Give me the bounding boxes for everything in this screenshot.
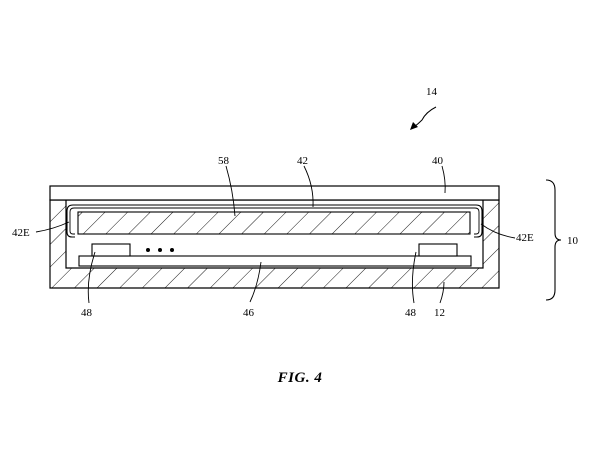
label-58: 58	[218, 155, 230, 167]
leader-58	[225, 165, 236, 217]
label-42: 42	[297, 155, 308, 167]
brace-10	[545, 179, 562, 301]
leader-42e-right	[480, 223, 516, 239]
leader-48-left	[87, 251, 96, 304]
circuit-board	[78, 255, 472, 267]
ellipsis-dot	[158, 248, 162, 252]
label-40: 40	[432, 155, 444, 167]
ellipsis-dot	[170, 248, 174, 252]
leader-40	[441, 165, 446, 194]
arrow-14	[413, 106, 437, 128]
leader-42e-left	[35, 221, 70, 233]
display-layer	[77, 211, 471, 235]
label-46: 46	[243, 307, 255, 319]
leader-46	[249, 261, 262, 303]
arrowhead-14	[410, 122, 418, 130]
label-48-right: 48	[405, 307, 417, 319]
display-bent-edges	[66, 204, 483, 238]
figure-caption: FIG. 4	[277, 370, 323, 386]
label-48-left: 48	[81, 307, 93, 319]
component-right	[418, 243, 458, 257]
label-14: 14	[426, 86, 438, 98]
cover-layer	[49, 185, 500, 201]
label-12: 12	[434, 307, 445, 319]
component-left	[91, 243, 131, 257]
ellipsis-dot	[146, 248, 150, 252]
leader-42	[303, 165, 314, 208]
display-bent-edges-inner	[69, 207, 480, 235]
leader-48-right	[411, 251, 417, 304]
label-42e-right: 42E	[516, 232, 534, 244]
label-42e-left: 42E	[12, 227, 30, 239]
label-10: 10	[567, 235, 579, 247]
leader-12	[439, 281, 445, 304]
